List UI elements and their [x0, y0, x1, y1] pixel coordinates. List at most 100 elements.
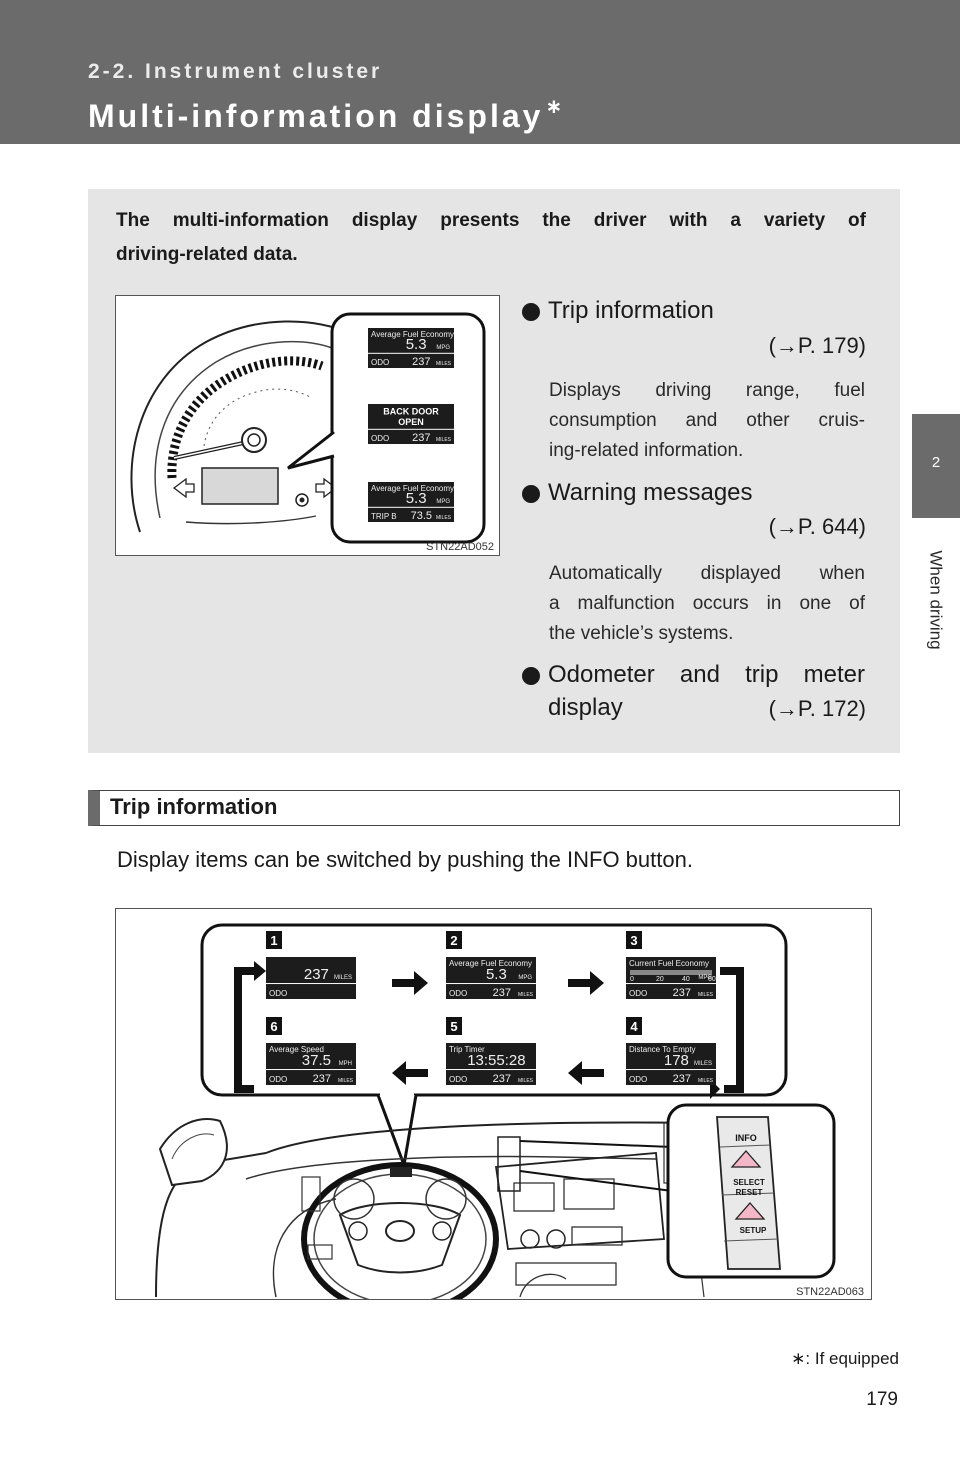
chapter-tab-label-text: When driving [927, 550, 946, 650]
screen-bottom [446, 1070, 536, 1085]
section-label: 2-2. Instrument cluster [88, 60, 383, 83]
screen-bottom-unit: MILES [698, 992, 714, 998]
screen-title: BACK DOOR [383, 406, 439, 416]
screen-bottom-unit: MILES [436, 361, 452, 367]
body-paragraph: Display items can be switched by pushing… [117, 847, 693, 872]
footnote-mark: ∗ [791, 1349, 806, 1368]
page-title: Multi-information display∗ [88, 94, 562, 135]
bullet-dot [522, 303, 540, 321]
step-number: 3 [630, 933, 637, 948]
screen-bottom-label: ODO [269, 1075, 287, 1084]
step-number-badge [266, 1017, 282, 1035]
screen-value: 237 [304, 966, 329, 983]
fuel-scale-tick: 60 [708, 976, 716, 983]
screen-bottom-label: ODO [629, 1075, 647, 1084]
screen-bottom-label: ODO [371, 358, 389, 367]
screen-top [266, 957, 356, 984]
screen-bottom-value: 73.5 [411, 510, 432, 522]
chapter-tab-label: When driving [902, 520, 960, 680]
item-warning-desc3: the vehicle’s systems. [549, 623, 734, 644]
step-number-badge [446, 1017, 462, 1035]
step-number: 6 [270, 1019, 277, 1034]
screen-unit: MPG [436, 499, 450, 505]
screen-value: 37.5 [302, 1052, 331, 1069]
screen-top [368, 482, 454, 507]
chapter-tab-number: 2 [912, 414, 960, 518]
fuel-scale-bar [630, 970, 712, 975]
item-title-text: Trip information [548, 297, 714, 324]
figure-code: STN22AD063 [796, 1286, 864, 1298]
right-arrow-icon [568, 971, 604, 995]
screen-title: Average Fuel Economy [371, 484, 454, 493]
screen-unit: MILES [694, 1061, 712, 1067]
screen-top [266, 1043, 356, 1070]
info-button-label: INFO [735, 1133, 757, 1143]
screen-title: Trip Timer [449, 1045, 485, 1054]
item-trip-info-desc3: ing-related information. [549, 440, 744, 461]
screen-unit: MPG [436, 345, 450, 351]
screen-bottom [266, 984, 356, 999]
step-number: 2 [450, 933, 457, 948]
left-arrow-icon [392, 1061, 428, 1085]
screen-title: Average Speed [269, 1045, 324, 1054]
screen-bottom-label: TRIP B [371, 512, 397, 521]
screen-bottom-value: 237 [493, 1073, 511, 1085]
screen-bottom-label: ODO [449, 1075, 467, 1084]
bullet-dot [522, 667, 540, 685]
fuel-scale-tick: 20 [656, 976, 664, 983]
fuel-scale-tick: 0 [630, 976, 634, 983]
screen-value: 5.3 [406, 490, 427, 507]
page-header [0, 0, 960, 144]
screen-bottom [266, 1070, 356, 1085]
screen-bottom-unit: MILES [436, 437, 452, 443]
screen-bottom-unit: MILES [436, 515, 452, 521]
intro-text-line1: The multi-information display presents t… [116, 210, 866, 231]
item-trip-info-desc2: consumption and other cruis- [549, 410, 865, 431]
step-number: 5 [450, 1019, 457, 1034]
screen-unit: MPH [339, 1061, 352, 1067]
item-title-text: Warning messages [548, 479, 753, 506]
screen-title: Average Fuel Economy [449, 959, 532, 968]
screen-value: OPEN [398, 417, 424, 427]
left-arrow-icon [568, 1061, 604, 1085]
screen-bottom-value: 237 [493, 987, 511, 999]
screen-top [446, 957, 536, 984]
screen-value: 5.3 [406, 336, 427, 353]
up-arrow-icon [734, 1202, 766, 1220]
figure-code: STN22AD052 [426, 541, 494, 553]
item-warning-title: Warning messages [522, 479, 753, 507]
screen-bottom-value: 237 [673, 1073, 691, 1085]
intro-text-line2: driving-related data. [116, 244, 298, 265]
screen-bottom-value: 237 [412, 432, 430, 444]
screen-unit: MILES [334, 975, 352, 981]
step-number: 4 [630, 1019, 638, 1034]
bullet-dot [522, 485, 540, 503]
screen-bottom [368, 429, 454, 444]
screen-unit: MPG [698, 975, 712, 981]
item-warning-desc1: Automatically displayed when [549, 563, 865, 584]
reset-button-label: RESET [736, 1188, 763, 1197]
item-odometer-ref: (→P. 172) [768, 696, 866, 721]
fuel-scale-tick: 40 [682, 976, 690, 983]
screen-title: Distance To Empty [629, 1045, 696, 1054]
footnote: ∗: If equipped [791, 1349, 899, 1369]
trip-information-heading: Trip information [88, 790, 900, 826]
screen-bottom-unit: MILES [338, 1078, 354, 1084]
screen-bottom-value: 237 [412, 356, 430, 368]
setup-button-label: SETUP [740, 1226, 767, 1235]
screen-bottom [368, 353, 454, 368]
right-arrow-icon [392, 971, 428, 995]
screen-value: 13:55:28 [467, 1052, 525, 1069]
screen-bottom [446, 984, 536, 999]
screen-title: Current Fuel Economy [629, 959, 709, 968]
step-number-badge [446, 931, 462, 949]
screen-value: 178 [664, 1052, 689, 1069]
item-trip-info-desc1: Displays driving range, fuel [549, 380, 865, 401]
item-warning-ref: (→P. 644) [768, 514, 866, 539]
